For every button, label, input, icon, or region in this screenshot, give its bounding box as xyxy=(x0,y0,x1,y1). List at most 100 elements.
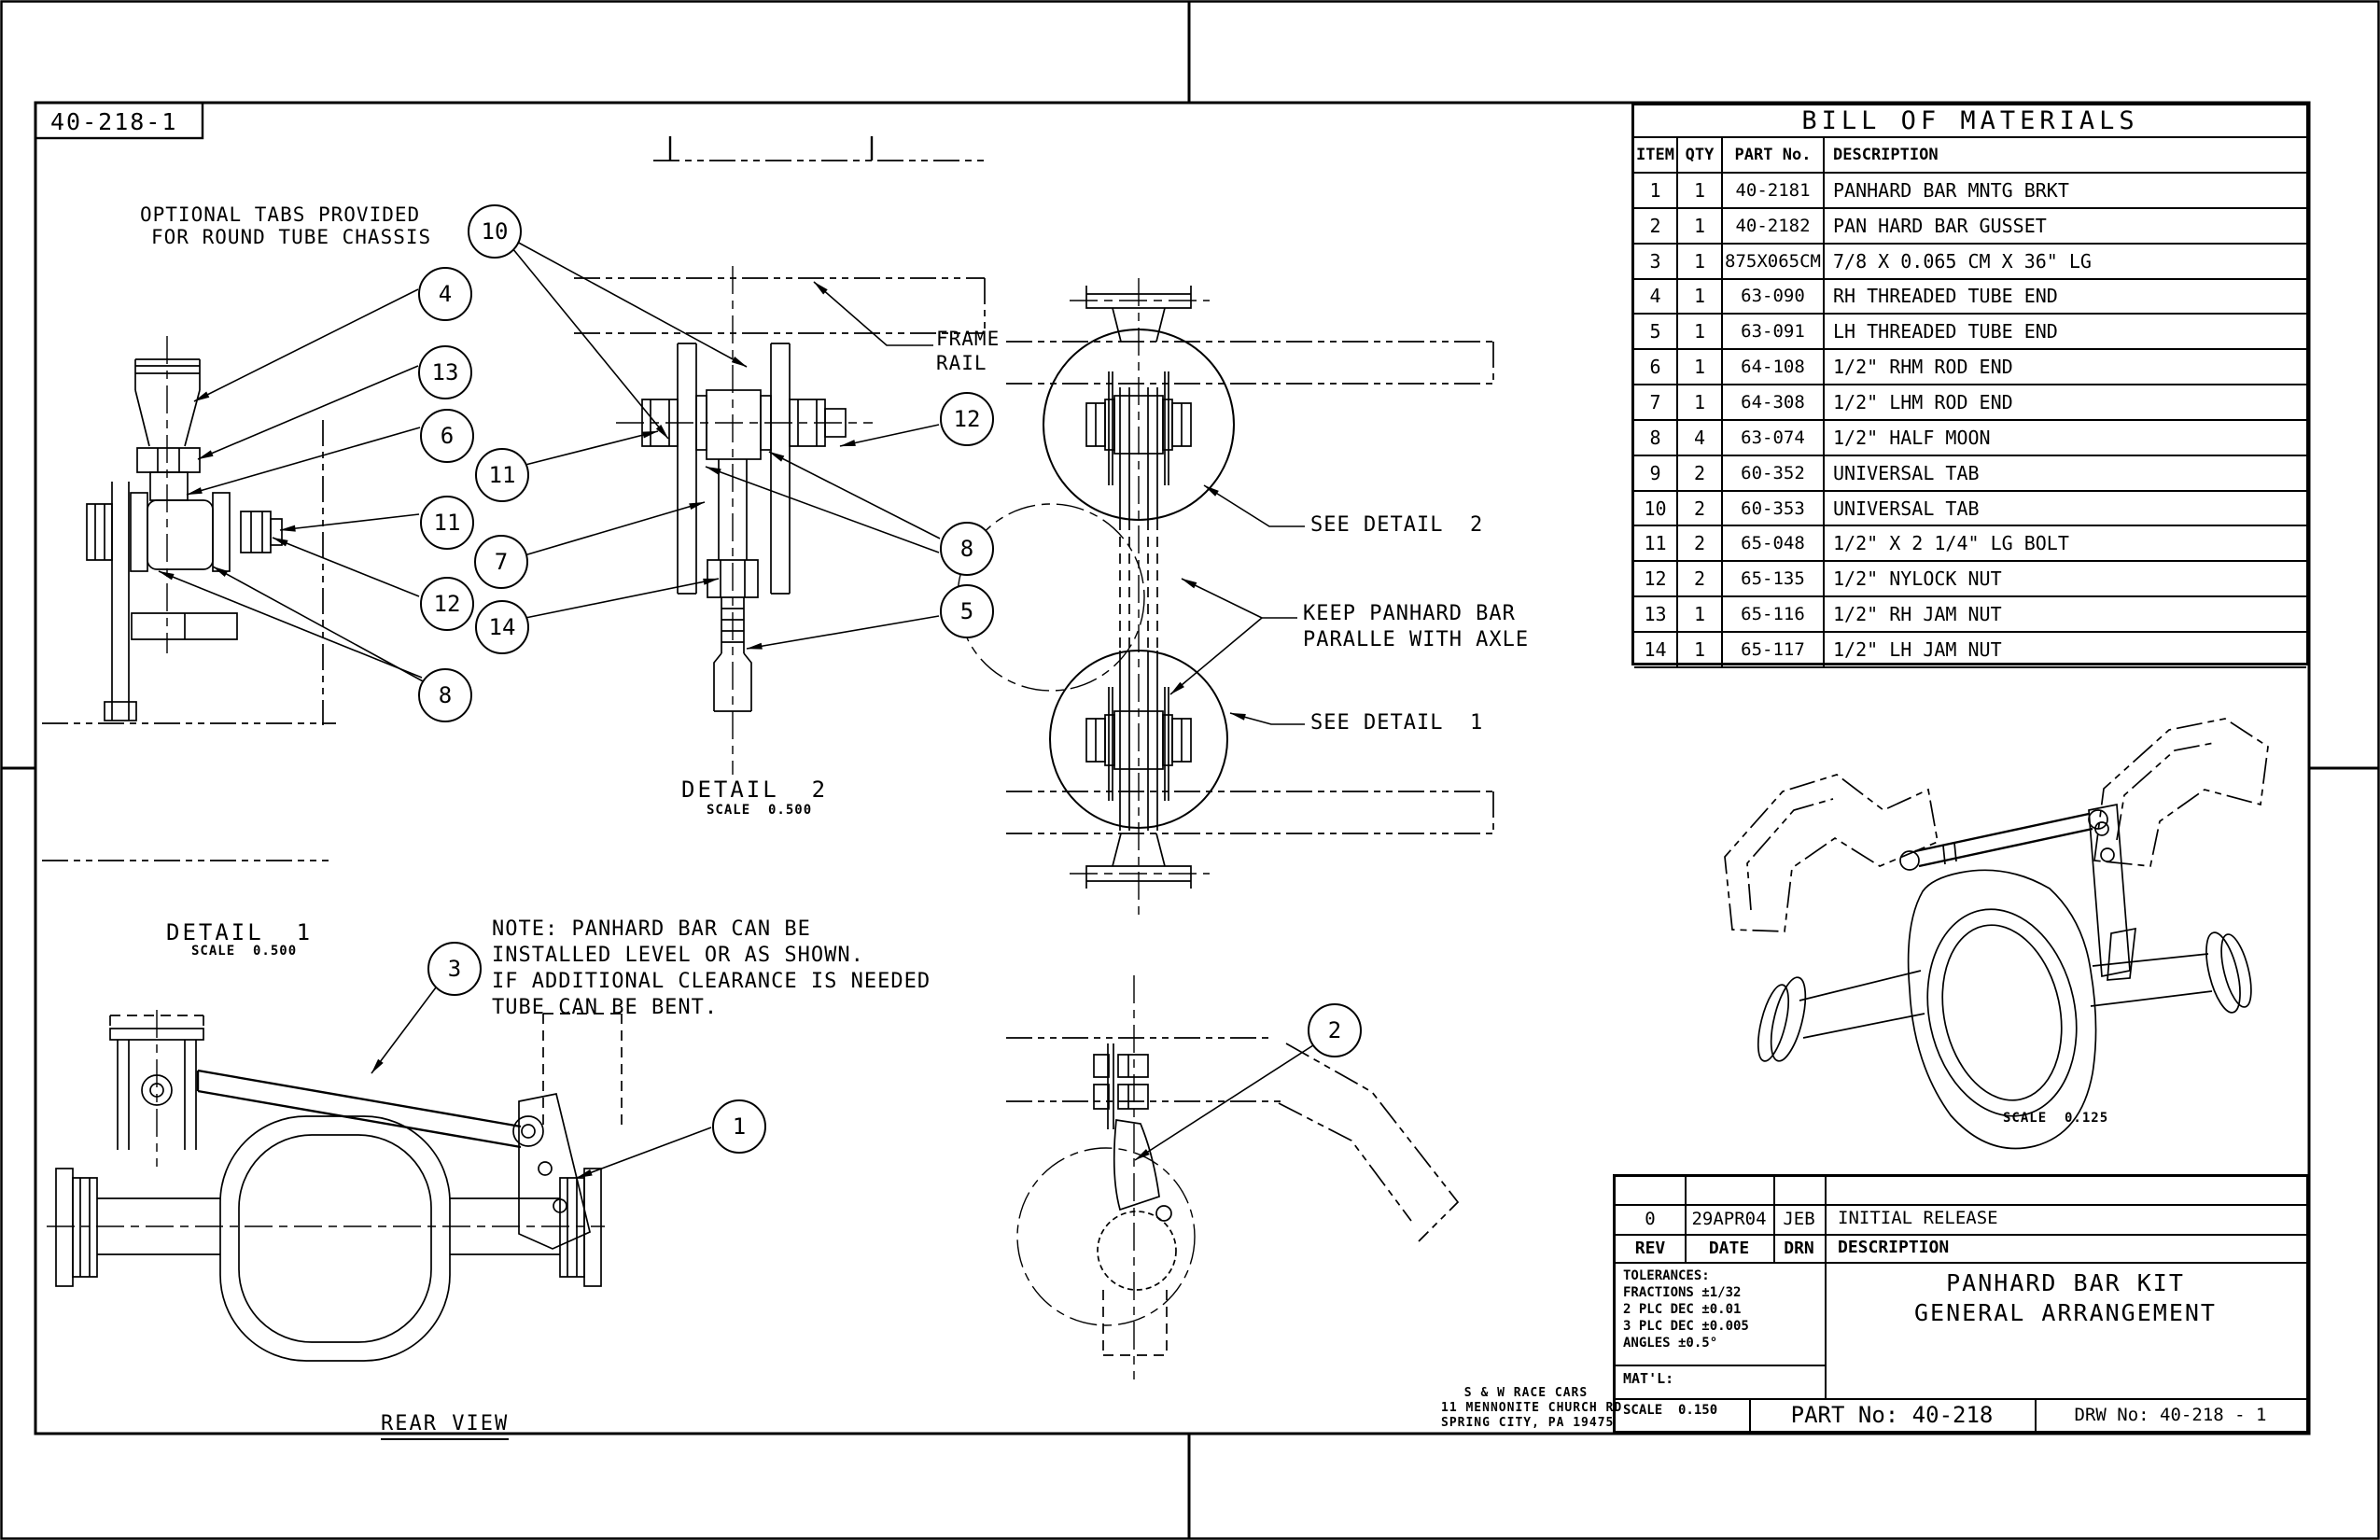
bom-cell: 4 xyxy=(1678,420,1723,456)
bom-header-qty: QTY xyxy=(1678,138,1723,174)
balloon-4: 4 xyxy=(418,267,472,321)
bom-header-item: ITEM xyxy=(1634,138,1678,174)
bom-cell: LH THREADED TUBE END xyxy=(1825,315,2306,351)
tolerances-line: 2 PLC DEC ±0.01 xyxy=(1623,1302,1742,1317)
bom-cell: 1 xyxy=(1678,632,1723,668)
rev-description: INITIAL RELEASE xyxy=(1838,1208,1998,1228)
bom-cell: 1 xyxy=(1678,208,1723,245)
leader-lines xyxy=(158,240,1314,1179)
rev-drn: JEB xyxy=(1783,1209,1815,1229)
bom-header-desc: DESCRIPTION xyxy=(1825,138,2306,174)
bom-cell: 4 xyxy=(1634,279,1678,315)
bom-cell: 7/8 X 0.065 CM X 36" LG xyxy=(1825,245,2306,280)
bom-cell: 1/2" NYLOCK NUT xyxy=(1825,562,2306,598)
drawing-number-field: DRW No: 40-218 - 1 xyxy=(2074,1404,2267,1425)
company-block: S & W RACE CARS 11 MENNONITE CHURCH RD S… xyxy=(1441,1386,1623,1431)
bill-of-materials-table: BILL OF MATERIALS ITEM QTY PART No. DESC… xyxy=(1631,103,2309,668)
date-col-header: DATE xyxy=(1708,1238,1750,1258)
keep-panhard-note: KEEP PANHARD BAR xyxy=(1303,602,1516,625)
detail2-scale: SCALE 0.500 xyxy=(707,803,813,818)
iso-scale-label: SCALE 0.125 xyxy=(2003,1111,2109,1126)
drawing-title: PANHARD BAR KIT xyxy=(1946,1268,2185,1296)
bom-cell: 6 xyxy=(1634,350,1678,386)
bom-cell: 1/2" LH JAM NUT xyxy=(1825,633,2306,668)
bom-cell: 2 xyxy=(1678,562,1723,598)
see-detail-2-label: SEE DETAIL 2 xyxy=(1310,513,1484,537)
bom-cell: 9 xyxy=(1634,455,1678,492)
bom-cell: 875X065CM xyxy=(1723,244,1825,280)
see-detail-1-label: SEE DETAIL 1 xyxy=(1310,711,1484,735)
note-text-2: INSTALLED LEVEL OR AS SHOWN. xyxy=(492,944,864,967)
rev-col-header: REV xyxy=(1634,1238,1666,1258)
bom-cell: 64-108 xyxy=(1723,350,1825,386)
bom-cell: 8 xyxy=(1634,420,1678,456)
bom-cell: RH THREADED TUBE END xyxy=(1825,280,2306,315)
bent-tube-view xyxy=(1006,975,1460,1379)
desc-col-header: DESCRIPTION xyxy=(1838,1238,1950,1257)
balloon-1: 1 xyxy=(712,1099,766,1154)
bom-cell: 1 xyxy=(1634,174,1678,209)
bom-cell: 65-117 xyxy=(1723,632,1825,668)
detail1-scale: SCALE 0.500 xyxy=(191,944,298,959)
bom-cell: 13 xyxy=(1634,597,1678,633)
tolerances-line: TOLERANCES: xyxy=(1623,1268,1710,1283)
frame-rail-label-2: RAIL xyxy=(936,352,987,374)
bom-cell: 5 xyxy=(1634,315,1678,351)
material-label: MAT'L: xyxy=(1623,1370,1674,1387)
balloon-5: 5 xyxy=(940,584,994,638)
balloon-12b: 12 xyxy=(940,392,994,446)
company-address: 11 MENNONITE CHURCH RD xyxy=(1441,1401,1623,1415)
bom-cell: 2 xyxy=(1678,455,1723,492)
bom-cell: 12 xyxy=(1634,562,1678,598)
bom-cell: UNIVERSAL TAB xyxy=(1825,456,2306,492)
bom-header-part: PART No. xyxy=(1723,138,1825,174)
bom-cell: 2 xyxy=(1678,491,1723,527)
bom-cell: 64-308 xyxy=(1723,385,1825,421)
scale-label: SCALE 0.150 xyxy=(1623,1403,1718,1418)
balloon-2: 2 xyxy=(1308,1003,1362,1057)
note-text-3: IF ADDITIONAL CLEARANCE IS NEEDED xyxy=(492,970,931,993)
bom-cell: 1/2" X 2 1/4" LG BOLT xyxy=(1825,526,2306,563)
plan-view xyxy=(957,278,1494,919)
keep-panhard-note-2: PARALLE WITH AXLE xyxy=(1303,628,1530,651)
bom-cell: 1 xyxy=(1678,244,1723,280)
rev-value: 0 xyxy=(1645,1209,1656,1229)
bom-cell: 65-048 xyxy=(1723,526,1825,563)
bom-cell: 1 xyxy=(1678,174,1723,209)
detail2-title: DETAIL 2 xyxy=(681,777,829,803)
bom-cell: 65-135 xyxy=(1723,562,1825,598)
title-block: 0 29APR04 JEB INITIAL RELEASE REV DATE D… xyxy=(1613,1174,2309,1434)
detail1-view xyxy=(42,336,336,861)
bom-cell: 1 xyxy=(1678,279,1723,315)
bom-cell: PANHARD BAR MNTG BRKT xyxy=(1825,174,2306,209)
drawing-number-label: 40-218-1 xyxy=(50,108,178,135)
balloon-8b: 8 xyxy=(940,522,994,576)
balloon-8a: 8 xyxy=(418,668,472,722)
rear-view xyxy=(47,1010,623,1362)
company-city: SPRING CITY, PA 19475 xyxy=(1441,1416,1615,1430)
balloon-10: 10 xyxy=(468,204,522,259)
bom-cell: 1/2" HALF MOON xyxy=(1825,421,2306,456)
bom-cell: 10 xyxy=(1634,491,1678,527)
balloon-7: 7 xyxy=(474,535,528,589)
bom-cell: 1 xyxy=(1678,385,1723,421)
balloon-12a: 12 xyxy=(420,577,474,631)
bom-cell: 7 xyxy=(1634,385,1678,421)
bom-cell: 1/2" RH JAM NUT xyxy=(1825,597,2306,633)
rev-date: 29APR04 xyxy=(1691,1209,1767,1229)
bom-cell: 1 xyxy=(1678,315,1723,351)
bom-cell: 1/2" RHM ROD END xyxy=(1825,350,2306,386)
detail1-title: DETAIL 1 xyxy=(166,919,314,945)
bom-cell: 2 xyxy=(1634,208,1678,245)
bom-cell: 1 xyxy=(1678,597,1723,633)
balloon-11a: 11 xyxy=(475,448,529,502)
bom-cell: 60-352 xyxy=(1723,455,1825,492)
balloon-6: 6 xyxy=(420,409,474,463)
bom-cell: 63-074 xyxy=(1723,420,1825,456)
bom-cell: UNIVERSAL TAB xyxy=(1825,492,2306,527)
bom-cell: PAN HARD BAR GUSSET xyxy=(1825,209,2306,245)
tolerances-line: 3 PLC DEC ±0.005 xyxy=(1623,1319,1749,1334)
